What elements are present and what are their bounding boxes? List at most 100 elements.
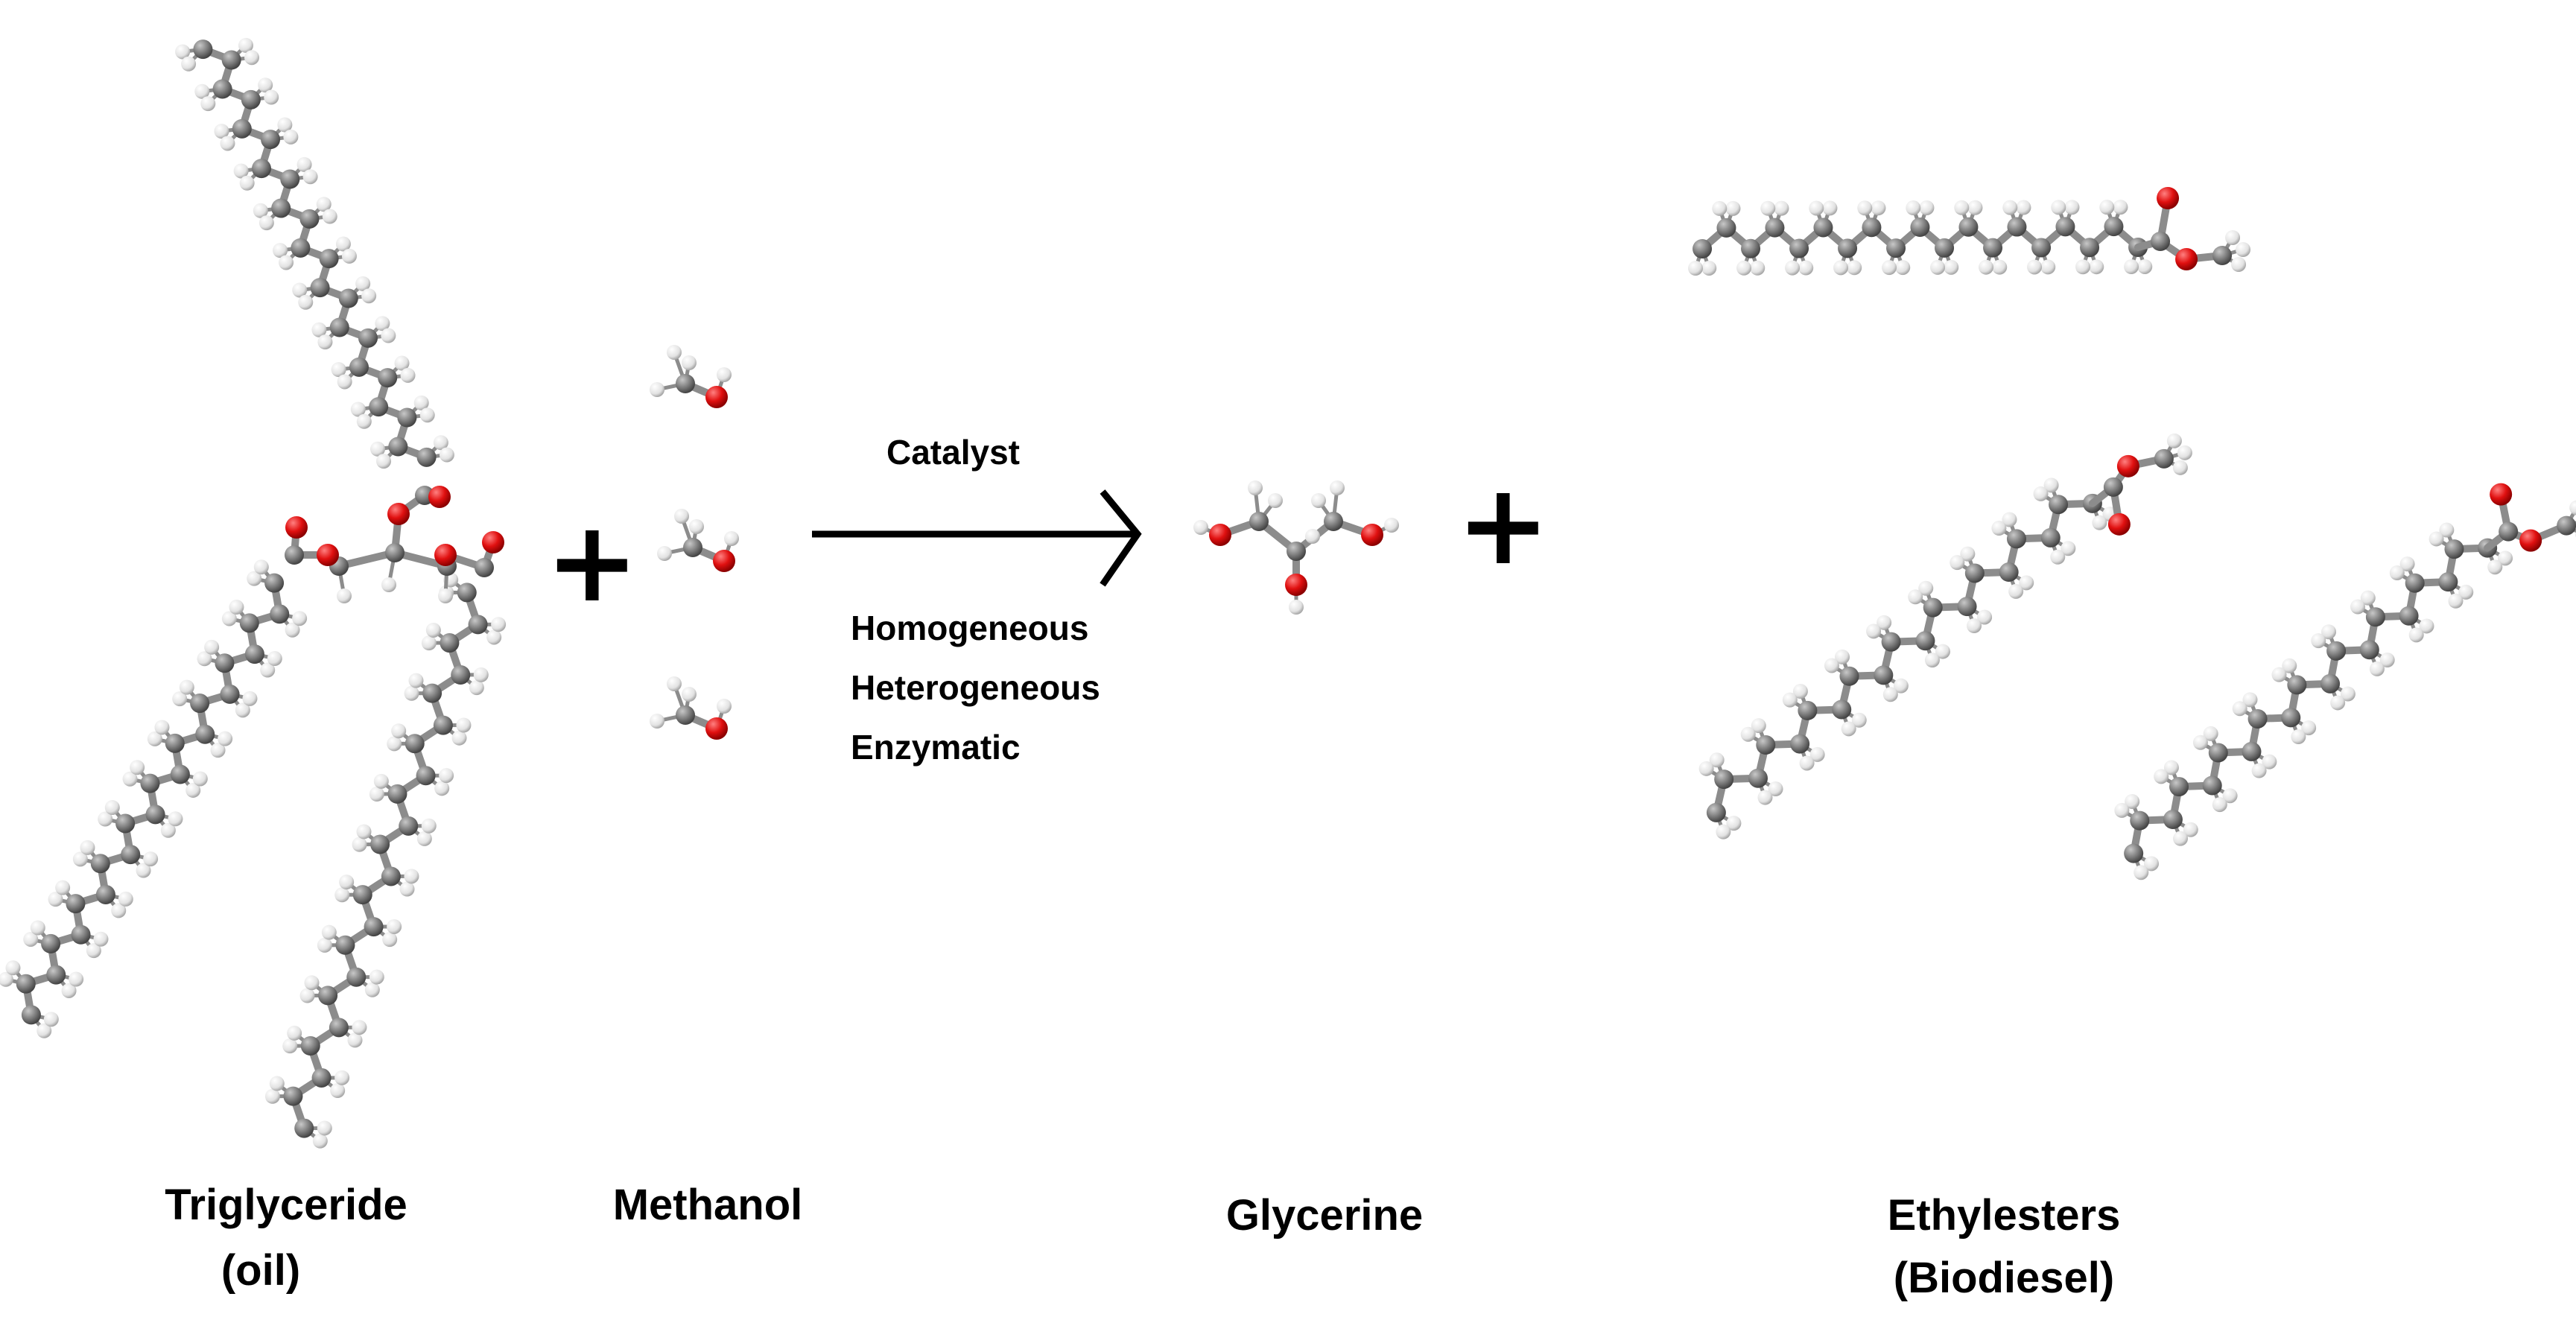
hydrogen-atom <box>214 124 229 139</box>
carbon-atom <box>1693 238 1713 258</box>
carbon-atom <box>2281 708 2301 728</box>
carbon-atom <box>1886 238 1906 258</box>
carbon-atom <box>451 664 471 685</box>
hydrogen-atom <box>381 577 396 592</box>
hydrogen-atom <box>2061 541 2076 556</box>
carbon-atom <box>2055 217 2075 237</box>
hydrogen-atom <box>2154 769 2169 784</box>
hydrogen-atom <box>2360 590 2376 606</box>
hydrogen-atom <box>2389 565 2405 580</box>
carbon-atom <box>264 573 285 593</box>
hydrogen-atom <box>1289 600 1304 615</box>
carbon-atom <box>378 368 398 388</box>
molecule-layer <box>0 37 2576 1149</box>
hydrogen-atom <box>1866 623 1882 639</box>
hydrogen-atom <box>264 89 279 105</box>
carbon-atom <box>1789 238 1809 258</box>
hydrogen-atom <box>1977 609 1993 625</box>
hydrogen-atom <box>111 903 127 918</box>
ester-molecule-mid <box>1698 433 2192 840</box>
carbon-atom <box>121 845 141 865</box>
carbon-atom <box>2163 810 2183 830</box>
hydrogen-atom <box>200 96 216 112</box>
oxygen-atom <box>285 516 308 539</box>
carbon-atom <box>2320 673 2341 694</box>
hydrogen-atom <box>337 374 352 390</box>
hydrogen-atom <box>425 622 441 638</box>
hydrogen-atom <box>1740 726 1756 742</box>
oxygen-atom <box>2107 512 2131 536</box>
carbon-atom <box>294 1118 314 1138</box>
oxygen-atom <box>428 486 451 508</box>
catalyst-label: Catalyst <box>886 433 1020 472</box>
carbon-atom <box>1324 512 1343 531</box>
carbon-atom <box>2007 217 2027 237</box>
hydrogen-atom <box>61 983 77 998</box>
carbon-atom <box>2208 743 2228 763</box>
carbon-atom <box>468 615 488 635</box>
carbon-atom <box>195 724 215 744</box>
hydrogen-atom <box>334 1070 350 1085</box>
hydrogen-atom <box>2498 550 2513 566</box>
hydrogen-atom <box>233 163 249 179</box>
hydrogen-atom <box>2321 624 2337 640</box>
glycerine-label: Glycerine <box>1225 1191 1424 1240</box>
carbon-atom <box>676 374 695 393</box>
hydrogen-atom <box>1857 200 1873 216</box>
hydrogen-atom <box>1774 200 1789 216</box>
carbon-atom <box>252 159 272 179</box>
hydrogen-atom <box>650 714 664 729</box>
carbon-atom <box>1798 700 1818 720</box>
carbon-atom <box>1838 238 1858 258</box>
hydrogen-atom <box>242 691 258 706</box>
hydrogen-atom <box>667 345 682 360</box>
hydrogen-atom <box>1991 521 2007 536</box>
hydrogen-atom <box>1919 200 1935 215</box>
hydrogen-atom <box>147 731 162 746</box>
hydrogen-atom <box>179 679 194 695</box>
hydrogen-atom <box>356 824 372 840</box>
carbon-atom <box>271 198 291 218</box>
hydrogen-atom <box>657 546 672 561</box>
hydrogen-atom <box>1792 684 1808 699</box>
hydrogen-atom <box>2177 445 2192 460</box>
hydrogen-atom <box>1757 790 1773 805</box>
hydrogen-atom <box>316 197 331 212</box>
hydrogen-atom <box>717 367 732 382</box>
hydrogen-atom <box>2271 667 2287 682</box>
hydrogen-atom <box>2172 460 2188 475</box>
carbon-atom <box>405 734 425 754</box>
hydrogen-atom <box>2134 865 2149 880</box>
hydrogen-atom <box>1935 644 1950 659</box>
hydrogen-atom <box>1924 653 1940 668</box>
hydrogen-atom <box>143 851 159 867</box>
condition-homogeneous: Homogeneous <box>851 609 1089 647</box>
oxygen-atom <box>2157 186 2180 209</box>
hydrogen-atom <box>185 782 201 798</box>
carbon-atom <box>190 694 210 714</box>
hydrogen-atom <box>2192 734 2208 750</box>
hydrogen-atom <box>689 519 704 534</box>
condition-enzymatic: Enzymatic <box>851 728 1021 767</box>
hydrogen-atom <box>473 667 489 682</box>
carbon-atom <box>2326 641 2347 661</box>
hydrogen-atom <box>2043 477 2059 493</box>
hydrogen-atom <box>1798 260 1814 276</box>
hydrogen-atom <box>2448 593 2464 609</box>
esters-label: Ethylesters <box>1887 1191 2121 1240</box>
carbon-atom <box>300 1036 320 1056</box>
hydrogen-atom <box>279 255 294 270</box>
hydrogen-atom <box>302 169 318 185</box>
hydrogen-atom <box>235 702 250 718</box>
carbon-atom <box>2399 606 2419 626</box>
hydrogen-atom <box>247 571 262 586</box>
hydrogen-atom <box>335 236 351 252</box>
hydrogen-atom <box>724 531 739 546</box>
carbon-atom <box>338 288 358 308</box>
carbon-atom <box>1756 735 1776 755</box>
carbon-atom <box>1714 769 1734 790</box>
oxygen-atom <box>1209 524 1231 546</box>
hydrogen-atom <box>2125 793 2140 809</box>
hydrogen-atom <box>1248 480 1263 495</box>
hydrogen-atom <box>2311 633 2326 649</box>
